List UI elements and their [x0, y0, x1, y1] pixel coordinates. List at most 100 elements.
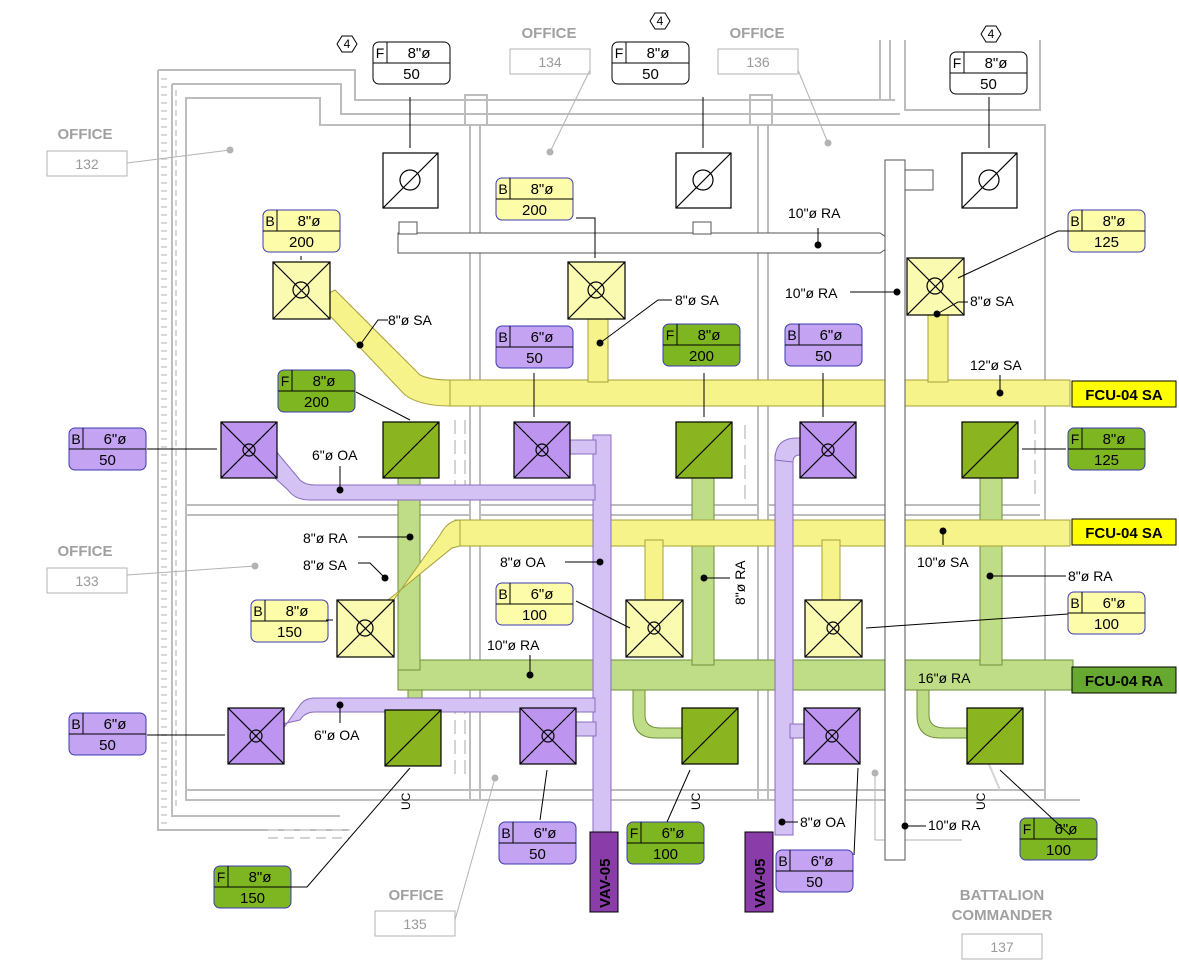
tag-size: 6"ø — [104, 431, 127, 448]
room-tags: OFFICE 132 OFFICE 134 OFFICE 136 OFFICE … — [46, 25, 1053, 960]
tag-type-letter: B — [498, 586, 507, 602]
supply-elbow — [314, 289, 451, 407]
tag-size: 6"ø — [811, 853, 834, 870]
tag-cfm: 150 — [240, 890, 265, 907]
fcu-04-ra[interactable]: FCU-04 RA — [1071, 666, 1177, 694]
fcu-04-sa-upper[interactable]: FCU-04 SA — [1071, 380, 1177, 408]
tag-size: 8"ø — [985, 55, 1008, 72]
keyed-note-number: 4 — [988, 27, 995, 41]
room-name-line2: COMMANDER — [952, 907, 1053, 924]
room-name: OFFICE — [522, 25, 577, 42]
tag-cfm: 125 — [1094, 452, 1119, 469]
tag-size: 8"ø — [298, 213, 321, 230]
tag-cfm: 50 — [99, 737, 116, 754]
tag-size: 8"ø — [698, 327, 721, 344]
tag-cfm: 50 — [806, 874, 823, 891]
tag-type-letter: F — [630, 825, 639, 841]
tag-type-letter: F — [217, 869, 226, 885]
room-number: 133 — [75, 573, 99, 589]
duct-label: 10"ø RA — [487, 637, 540, 653]
tag-cfm: 100 — [1046, 842, 1071, 859]
tag-type-letter: B — [71, 716, 80, 732]
room-135: OFFICE 135 — [374, 887, 456, 937]
uc-label: UC — [689, 792, 703, 810]
keyed-note-hex — [649, 12, 671, 30]
ra-white-duct — [397, 159, 934, 861]
return-branch — [691, 459, 715, 666]
tag-type-letter: B — [787, 327, 796, 343]
tag-size: 8"ø — [531, 181, 554, 198]
tag-size: 8"ø — [647, 45, 670, 62]
duct-label: 8"ø SA — [675, 292, 720, 308]
diffuser-tag[interactable]: F 8"ø 150 — [213, 865, 292, 909]
oa-riser — [774, 454, 794, 836]
tag-size: 6"ø — [531, 586, 554, 603]
tag-cfm: 50 — [642, 66, 659, 83]
duct-label: 6"ø OA — [312, 447, 358, 463]
tag-size: 6"ø — [534, 825, 557, 842]
vav-label: VAV-05 — [597, 859, 614, 908]
duct-label: 8"ø RA — [732, 560, 748, 605]
tag-type-letter: B — [253, 603, 262, 619]
diffuser-tag[interactable]: F 8"ø 50 — [611, 41, 690, 85]
tag-type-letter: F — [1071, 431, 1080, 447]
tag-cfm: 200 — [522, 202, 547, 219]
room-number: 135 — [403, 916, 427, 932]
tag-cfm: 125 — [1094, 234, 1119, 251]
duct-label-leaders — [336, 228, 1066, 830]
tag-size: 6"ø — [1103, 595, 1126, 612]
supply-diagonal — [343, 519, 461, 641]
tag-type-letter: B — [1070, 595, 1079, 611]
tag-type-letter: B — [265, 213, 274, 229]
room-leaders — [126, 69, 962, 921]
room-number: 137 — [990, 939, 1014, 955]
keyed-note-number: 4 — [657, 14, 664, 28]
oa-riser — [592, 434, 612, 836]
tag-cfm: 200 — [304, 394, 329, 411]
fcu-label: FCU-04 SA — [1085, 525, 1163, 542]
tag-size: 6"ø — [104, 716, 127, 733]
room-133: OFFICE 133 — [46, 543, 128, 594]
tag-size: 8"ø — [249, 869, 272, 886]
duct-label: 12"ø SA — [970, 357, 1022, 373]
uc-notes: UC UC UC — [399, 792, 988, 810]
tag-type-letter: B — [498, 329, 507, 345]
duct-labels: 10"ø RA 10"ø RA 8"ø SA 8"ø SA 8"ø SA 12"… — [303, 205, 1113, 833]
tag-leaders — [147, 97, 1071, 888]
diffuser-tag[interactable]: F 8"ø 125 — [1067, 427, 1146, 471]
tag-size: 8"ø — [1103, 431, 1126, 448]
diffuser-tag[interactable]: B 6"ø 50 — [68, 712, 147, 756]
vav-label: VAV-05 — [752, 859, 769, 908]
uc-label: UC — [399, 792, 413, 810]
tag-cfm: 200 — [689, 348, 714, 365]
tag-type-letter: B — [1070, 213, 1079, 229]
keyed-note-hex — [336, 35, 358, 53]
supply-main-upper — [449, 379, 1071, 407]
diffuser-tag[interactable]: B 6"ø 50 — [498, 821, 577, 865]
tag-type-letter: B — [501, 825, 510, 841]
room-name: OFFICE — [58, 126, 113, 143]
tag-cfm: 50 — [980, 76, 997, 93]
tag-cfm: 50 — [529, 846, 546, 863]
tag-size: 8"ø — [408, 45, 431, 62]
fcu-04-sa-lower[interactable]: FCU-04 SA — [1071, 518, 1177, 546]
duct-label: 8"ø OA — [500, 554, 546, 570]
tag-size: 6"ø — [820, 327, 843, 344]
tag-type-letter: F — [615, 45, 624, 61]
